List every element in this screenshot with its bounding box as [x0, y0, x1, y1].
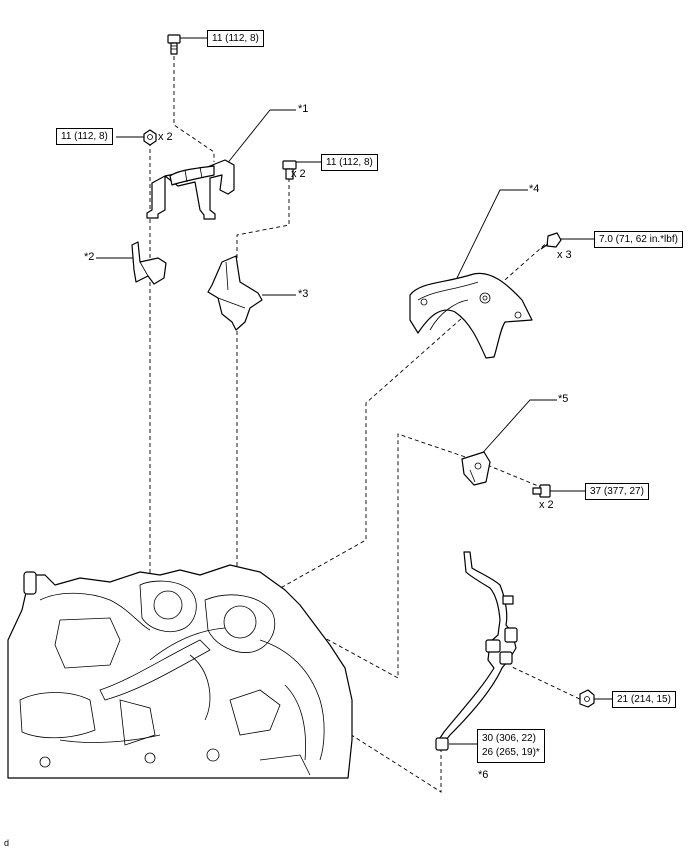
- part-2-bracket: [131, 241, 167, 285]
- bolt-heat-insulator: [540, 232, 562, 250]
- callout-4: *4: [529, 183, 540, 195]
- bolt-mid: [282, 160, 297, 180]
- part-4-heat-insulator: [409, 272, 533, 359]
- qty-heat-insulator: x 3: [557, 249, 572, 261]
- bolt-top: [167, 34, 181, 55]
- callout-3: *3: [298, 288, 309, 300]
- callout-1: *1: [298, 103, 309, 115]
- part-5-bracket: [461, 451, 491, 486]
- torque-union-a: 30 (306, 22): [482, 733, 536, 744]
- corner-mark: d: [4, 838, 10, 848]
- callout-5: *5: [558, 393, 569, 405]
- engine-assembly: [7, 564, 353, 779]
- callout-2: *2: [84, 251, 95, 263]
- bolt-bracket: [532, 484, 551, 498]
- torque-mid-bolt: 11 (112, 8): [321, 154, 378, 171]
- leader-lines: [96, 37, 612, 745]
- part-6-pipe: [435, 551, 518, 751]
- torque-union-nut: 30 (306, 22) 26 (265, 19)*: [477, 729, 545, 763]
- torque-bracket-bolt: 37 (377, 27): [585, 483, 649, 500]
- torque-heat-insulator: 7.0 (71, 62 in.*lbf): [594, 231, 683, 248]
- qty-bracket-bolt: x 2: [539, 499, 554, 511]
- torque-pipe-bolt: 21 (214, 15): [612, 691, 676, 708]
- qty-left-nut: x 2: [158, 131, 173, 143]
- torque-left-nut: 11 (112, 8): [56, 128, 113, 145]
- part-3-bracket: [207, 255, 263, 331]
- qty-mid-bolt: x 2: [291, 168, 306, 180]
- callout-6: *6: [478, 769, 489, 781]
- torque-union-b: 26 (265, 19)*: [482, 747, 540, 758]
- nut-left: [143, 129, 157, 146]
- torque-top: 11 (112, 8): [207, 30, 264, 47]
- part-1-bracket: [146, 159, 235, 220]
- bolt-pipe: [579, 689, 595, 708]
